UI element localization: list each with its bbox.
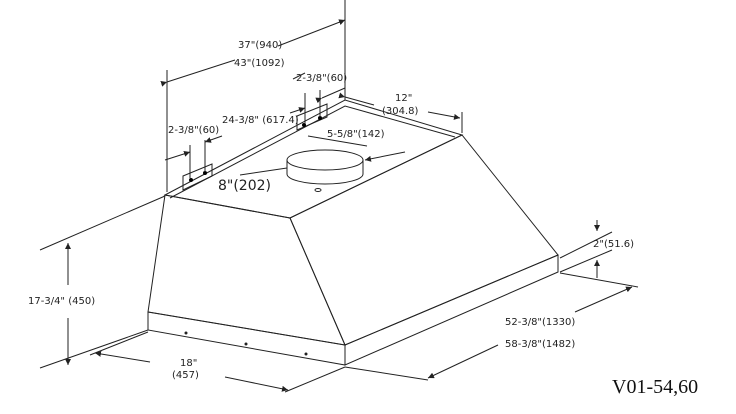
bracket-left-label: 2-3/8"(60) (168, 125, 219, 136)
lip-height-label: 2"(51.6) (593, 239, 634, 250)
bracket-right-label: 2-3/8"(60) (296, 73, 347, 84)
hood-front-face (147, 194, 346, 346)
bracket-spacing-label: 24-3/8" (617.4) (222, 115, 299, 126)
depth-top-label: 12" (395, 93, 412, 104)
hood-top-panel (163, 99, 464, 219)
depth-mm-label: (457) (172, 370, 199, 381)
model-code: V01-54,60 (612, 376, 698, 398)
hood-side-lip (344, 254, 559, 366)
duct-collar (286, 149, 364, 192)
width-37-label: 37"(940) (238, 40, 282, 51)
mounting-bracket-left (182, 163, 213, 191)
depth-top-mm-label: (304.8) (382, 106, 419, 117)
duct-diameter-label: 8"(202) (218, 178, 271, 194)
hood-front-lip (147, 311, 346, 366)
depth-label: 18" (180, 358, 197, 369)
hood-right-face (289, 134, 559, 346)
height-label: 17-3/4" (450) (28, 296, 95, 307)
length-52-label: 52-3/8"(1330) (505, 317, 575, 328)
duct-offset-label: 5-5/8"(142) (327, 129, 385, 140)
mounting-bracket-right (296, 103, 328, 131)
width-43-label: 43"(1092) (234, 58, 285, 69)
length-58-label: 58-3/8"(1482) (505, 339, 575, 350)
